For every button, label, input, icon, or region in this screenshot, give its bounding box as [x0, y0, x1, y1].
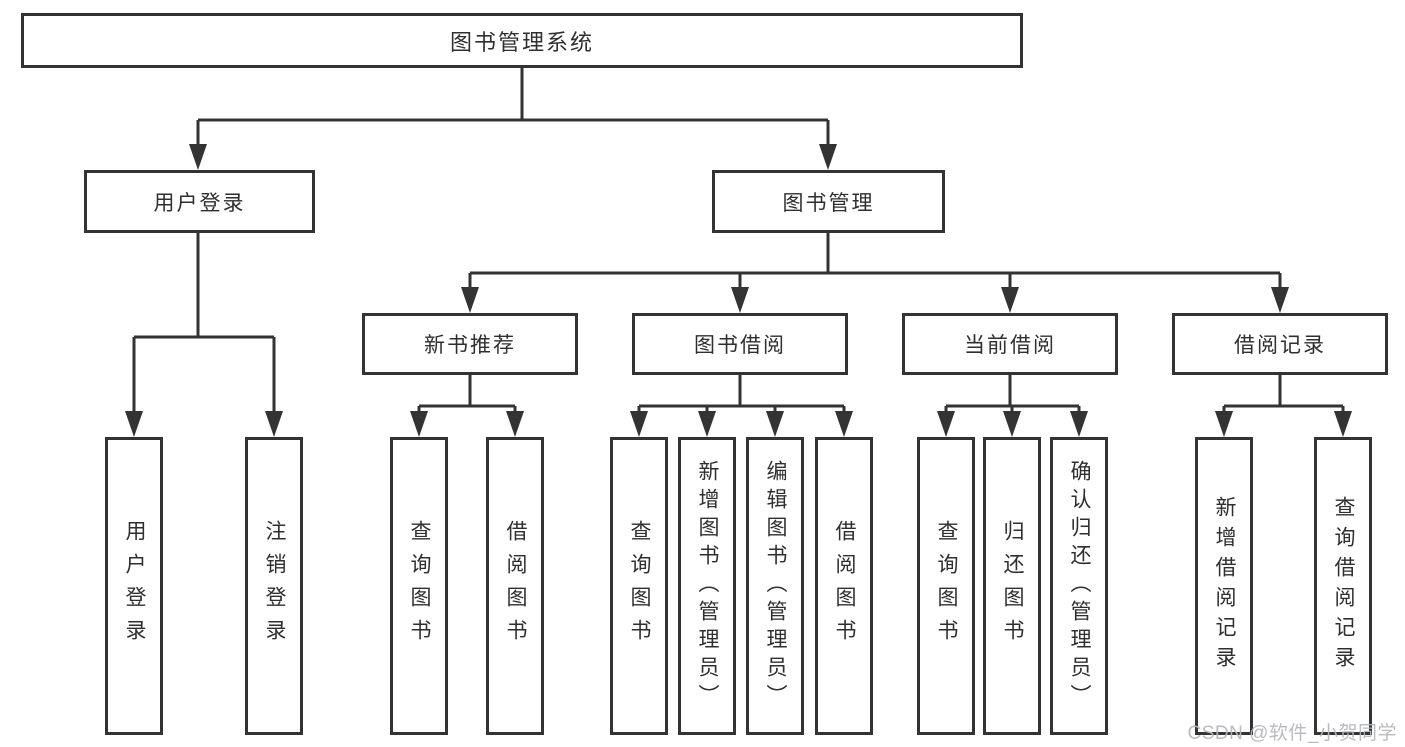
watermark: CSDN @软件_小贺同学: [1187, 723, 1397, 744]
node-label: 新增图书（管理员）: [696, 460, 719, 712]
node-new-book-recommend: 新书推荐: [362, 313, 578, 375]
connector-user-login-to-children: [132, 233, 276, 417]
arrowhead-icon: [410, 411, 428, 437]
node-label: 用户登录: [153, 191, 246, 215]
arrowhead-icon: [1070, 411, 1088, 437]
node-edit-books-admin: 编辑图书（管理员）: [746, 437, 804, 735]
node-borrowing-records: 借阅记录: [1172, 313, 1388, 375]
arrowhead-icon: [265, 411, 283, 437]
arrowhead-icon: [1271, 287, 1289, 313]
node-book-management: 图书管理: [712, 170, 945, 233]
node-label: 借阅记录: [1234, 334, 1326, 357]
node-label: 编辑图书（管理员）: [764, 460, 787, 712]
node-borrowing-query-books: 查询图书: [610, 437, 668, 735]
node-query-borrow-record: 查询借阅记录: [1314, 437, 1372, 735]
node-label: 借阅图书: [504, 520, 527, 652]
arrowhead-icon: [461, 287, 479, 313]
node-label: 新书推荐: [424, 334, 516, 357]
node-user-login: 用户登录: [84, 170, 315, 233]
node-logout-action: 注销登录: [245, 437, 303, 735]
arrowhead-icon: [766, 411, 784, 437]
node-label: 图书管理系统: [449, 29, 594, 55]
connector-root-to-level2: [196, 68, 830, 150]
arrowhead-icon: [1001, 287, 1019, 313]
connector-new-book-recommend-to-children: [417, 375, 517, 417]
arrowhead-icon: [189, 144, 207, 170]
arrowhead-icon: [731, 287, 749, 313]
node-label: 用户登录: [123, 520, 146, 652]
node-book-borrowing: 图书借阅: [632, 313, 848, 375]
arrowhead-icon: [698, 411, 716, 437]
node-borrow-books: 借阅图书: [815, 437, 873, 735]
node-label: 图书借阅: [694, 334, 786, 357]
node-add-borrow-record: 新增借阅记录: [1195, 437, 1253, 735]
arrowhead-icon: [125, 411, 143, 437]
connector-book-management-to-level3: [468, 233, 1282, 293]
node-label: 借阅图书: [833, 520, 856, 652]
node-user-login-action: 用户登录: [105, 437, 163, 735]
connector-current-borrowing-to-children: [944, 375, 1081, 417]
node-label: 当前借阅: [964, 334, 1056, 357]
node-label: 查询借阅记录: [1332, 496, 1355, 676]
node-label: 图书管理: [782, 191, 875, 215]
connector-borrowing-records-to-children: [1222, 375, 1345, 417]
node-label: 归还图书: [1001, 520, 1024, 652]
node-add-books-admin: 新增图书（管理员）: [678, 437, 736, 735]
node-label: 新增借阅记录: [1213, 496, 1236, 676]
arrowhead-icon: [630, 411, 648, 437]
node-confirm-return-admin: 确认归还（管理员）: [1050, 437, 1108, 735]
node-recommend-query-books: 查询图书: [390, 437, 448, 735]
arrowhead-icon: [506, 411, 524, 437]
arrowhead-icon: [835, 411, 853, 437]
node-label: 注销登录: [263, 520, 286, 652]
node-label: 查询图书: [628, 520, 651, 652]
node-library-system-root: 图书管理系统: [21, 13, 1023, 68]
node-label: 查询图书: [935, 520, 958, 652]
node-label: 确认归还（管理员）: [1068, 460, 1091, 712]
node-recommend-borrow-books: 借阅图书: [486, 437, 544, 735]
node-current-query-books: 查询图书: [917, 437, 975, 735]
arrowhead-icon: [819, 144, 837, 170]
node-return-books: 归还图书: [983, 437, 1041, 735]
node-current-borrowing: 当前借阅: [902, 313, 1118, 375]
arrowhead-icon: [1334, 411, 1352, 437]
node-label: 查询图书: [408, 520, 431, 652]
connector-book-borrowing-to-children: [637, 375, 846, 417]
arrowhead-icon: [1003, 411, 1021, 437]
arrowhead-icon: [937, 411, 955, 437]
arrowhead-icon: [1215, 411, 1233, 437]
